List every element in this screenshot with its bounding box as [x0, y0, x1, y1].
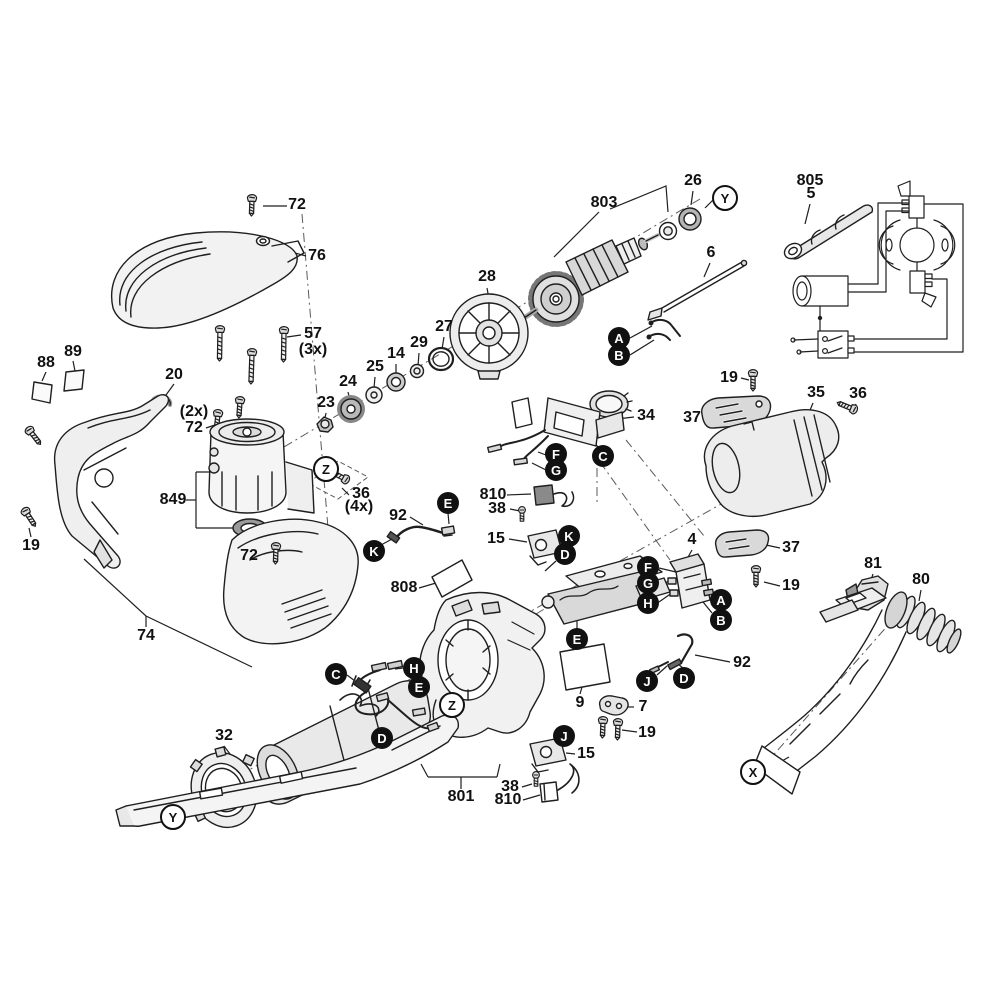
- connection-ref-badge: C: [592, 445, 614, 467]
- view-ref-badge: Y: [712, 185, 738, 211]
- part-number-label: 76: [308, 247, 326, 264]
- connection-ref-badge: D: [554, 543, 576, 565]
- part-number-label: 19: [638, 724, 656, 741]
- part-number-label: 19: [782, 577, 800, 594]
- part-number-label: 92: [389, 507, 407, 524]
- part-number-label: 88: [37, 354, 55, 371]
- part-number-label: 20: [165, 366, 183, 383]
- view-ref-badge: Z: [439, 692, 465, 718]
- part-number-label: 6: [706, 244, 716, 261]
- view-ref-badge: X: [740, 759, 766, 785]
- part-number-label: 19: [22, 537, 40, 554]
- part-number-label: 7: [638, 698, 648, 715]
- part-number-label: 35: [807, 384, 825, 401]
- part-number-label: 72: [185, 419, 203, 436]
- part-number-label: 72: [288, 196, 306, 213]
- connection-ref-badge: E: [408, 676, 430, 698]
- part-number-label: 849: [159, 491, 187, 508]
- part-number-label: 27: [435, 318, 453, 335]
- part-number-label: 72: [240, 547, 258, 564]
- part-number-label: 23: [317, 394, 335, 411]
- connection-ref-badge: B: [608, 344, 630, 366]
- part-number-label: 24: [339, 373, 357, 390]
- part-number-label: 810: [494, 791, 522, 808]
- view-ref-badge: Y: [160, 804, 186, 830]
- connection-ref-badge: D: [371, 727, 393, 749]
- part-number-label: 25: [366, 358, 384, 375]
- part-number-label: 810: [479, 486, 507, 503]
- part-number-label: 4: [687, 531, 697, 548]
- part-number-label: 57: [304, 325, 322, 342]
- connection-ref-badge: B: [710, 609, 732, 631]
- part-number-label: 28: [478, 268, 496, 285]
- part-number-label: (4x): [344, 498, 374, 515]
- part-number-label: 32: [215, 727, 233, 744]
- part-number-label: 38: [501, 778, 519, 795]
- part-number-label: 36: [352, 485, 370, 502]
- connection-ref-badge: A: [710, 589, 732, 611]
- part-number-label: 37: [782, 539, 800, 556]
- connection-ref-badge: K: [558, 525, 580, 547]
- part-number-label: 9: [575, 694, 585, 711]
- connection-ref-badge: G: [637, 572, 659, 594]
- part-number-label: 74: [137, 627, 155, 644]
- part-number-label: 19: [720, 369, 738, 386]
- part-number-label: 37: [683, 409, 701, 426]
- part-number-label: 81: [864, 555, 882, 572]
- part-number-label: 15: [577, 745, 595, 762]
- connection-ref-badge: K: [363, 540, 385, 562]
- part-number-label: 14: [387, 345, 405, 362]
- part-number-label: 801: [447, 788, 475, 805]
- part-number-label: 26: [684, 172, 702, 189]
- connection-ref-badge: J: [636, 670, 658, 692]
- part-number-label: 29: [410, 334, 428, 351]
- connection-ref-badge: E: [566, 628, 588, 650]
- part-number-label: 89: [64, 343, 82, 360]
- part-number-label: (3x): [298, 341, 328, 358]
- part-number-label: 805: [796, 172, 824, 189]
- connection-ref-badge: J: [553, 725, 575, 747]
- part-number-label: 36: [849, 385, 867, 402]
- connection-ref-badge: G: [545, 459, 567, 481]
- part-number-label: 15: [487, 530, 505, 547]
- connection-ref-badge: A: [608, 327, 630, 349]
- part-number-label: 5: [806, 185, 816, 202]
- part-number-label: 38: [488, 500, 506, 517]
- connection-ref-badge: C: [325, 663, 347, 685]
- part-number-label: 34: [637, 407, 655, 424]
- connection-ref-badge: H: [637, 592, 659, 614]
- connection-ref-badge: E: [437, 492, 459, 514]
- view-ref-badge: Z: [313, 456, 339, 482]
- part-number-label: 808: [390, 579, 418, 596]
- part-number-label: (2x): [179, 403, 209, 420]
- part-number-label: 80: [912, 571, 930, 588]
- connection-ref-badge: H: [403, 657, 425, 679]
- part-number-label: 803: [590, 194, 618, 211]
- part-number-label: 92: [733, 654, 751, 671]
- connection-ref-badge: D: [673, 667, 695, 689]
